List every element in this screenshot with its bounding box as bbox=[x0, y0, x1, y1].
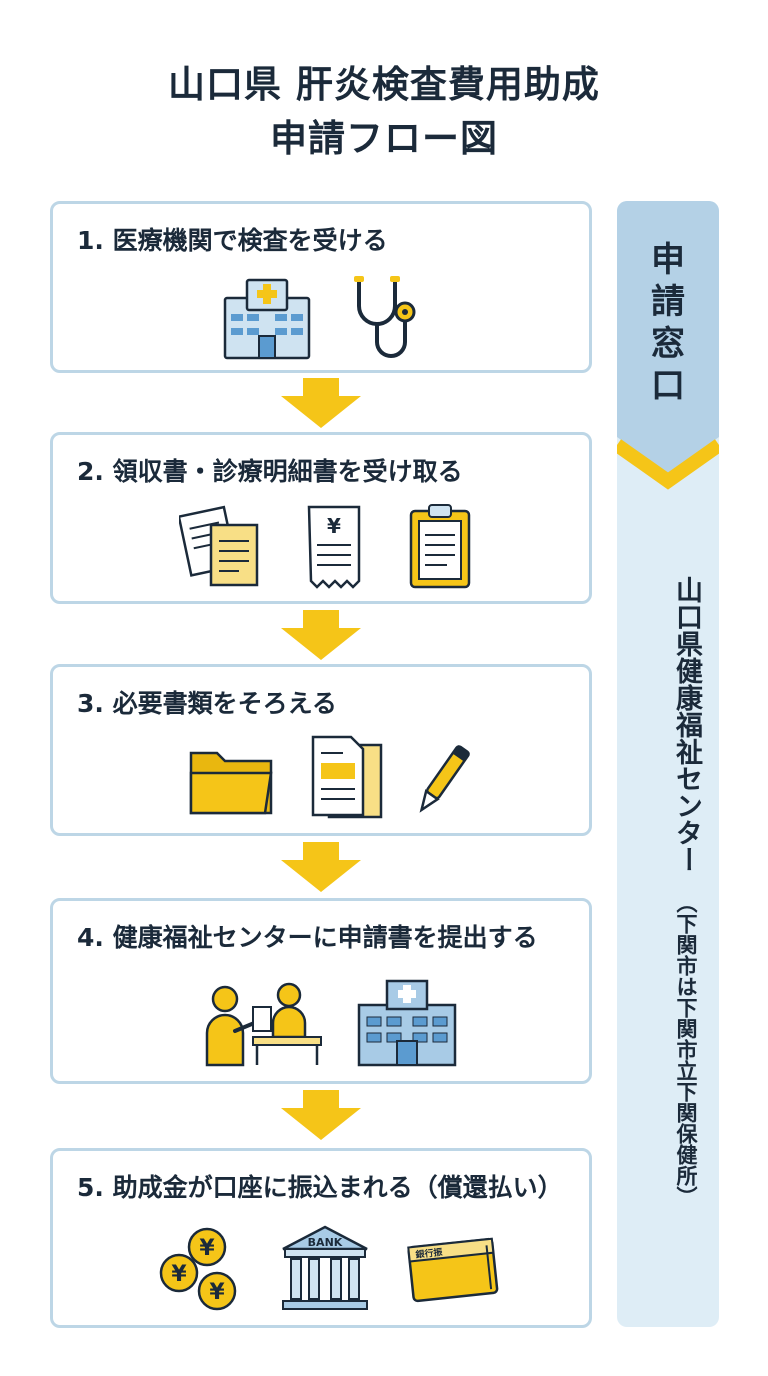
documents-icon bbox=[179, 505, 259, 587]
document-icon bbox=[311, 735, 383, 819]
side-panel-header-bg bbox=[617, 201, 719, 490]
step-2-title: 2. 領収書・診療明細書を受け取る bbox=[77, 457, 463, 486]
application-window-panel: 申 請 窓 口 bbox=[617, 201, 719, 1327]
bank-label: BANK bbox=[308, 1236, 343, 1249]
flow-arrow-1 bbox=[281, 378, 361, 428]
coin-yen-2: ¥ bbox=[171, 1262, 187, 1287]
title-line-1: 山口県 肝炎検査費用助成 bbox=[168, 63, 600, 106]
heading-char-1: 申 bbox=[651, 240, 685, 280]
step-1-title: 1. 医療機関で検査を受ける bbox=[77, 226, 388, 255]
step-4-title: 4. 健康福祉センターに申請書を提出する bbox=[77, 923, 538, 952]
clipboard-icon bbox=[409, 504, 471, 589]
flow-arrow-3 bbox=[281, 842, 361, 892]
flow-arrow-4 bbox=[281, 1090, 361, 1140]
step-3-title: 3. 必要書類をそろえる bbox=[77, 689, 337, 718]
coin-yen-1: ¥ bbox=[199, 1236, 215, 1261]
step-5-title: 5. 助成金が口座に振込まれる（償還払い） bbox=[77, 1173, 563, 1202]
folder-icon bbox=[189, 751, 273, 815]
heading-char-4: 口 bbox=[651, 366, 685, 406]
hospital-icon bbox=[223, 278, 311, 360]
step-4-card: 4. 健康福祉センターに申請書を提出する bbox=[50, 898, 592, 1084]
stethoscope-icon bbox=[354, 276, 416, 358]
heading-char-2: 請 bbox=[651, 282, 685, 322]
title-line-2: 申請フロー図 bbox=[270, 117, 498, 160]
flow-arrow-2 bbox=[281, 610, 361, 660]
coin-yen-3: ¥ bbox=[209, 1280, 225, 1305]
receipt-icon: ¥ bbox=[307, 505, 361, 589]
government-building-icon bbox=[357, 979, 457, 1067]
bankbook-icon: 銀行振 bbox=[407, 1237, 499, 1303]
yen-coins-icon: ¥ ¥ ¥ bbox=[159, 1227, 237, 1311]
step-2-card: 2. 領収書・診療明細書を受け取る ¥ bbox=[50, 432, 592, 604]
bank-icon: BANK bbox=[282, 1225, 368, 1310]
person-submitting-icon bbox=[205, 982, 322, 1067]
organization-name: 山口県健康福祉センター bbox=[671, 576, 702, 873]
heading-char-3: 窓 bbox=[651, 324, 685, 364]
bankbook-label: 銀行振 bbox=[415, 1246, 444, 1261]
page-title: 山口県 肝炎検査費用助成 申請フロー図 bbox=[0, 58, 768, 166]
step-3-card: 3. 必要書類をそろえる bbox=[50, 664, 592, 836]
step-1-card: 1. 医療機関で検査を受ける bbox=[50, 201, 592, 373]
step-5-card: 5. 助成金が口座に振込まれる（償還払い） ¥ ¥ ¥ BANK 銀行振 bbox=[50, 1148, 592, 1328]
organization-note: （下関市は下関市立下関保健所） bbox=[674, 892, 698, 1207]
receipt-yen-symbol: ¥ bbox=[327, 514, 341, 538]
pen-icon bbox=[419, 745, 470, 813]
application-organization: 山口県健康福祉センター （下関市は下関市立下関保健所） bbox=[640, 576, 702, 1207]
application-window-heading: 申 請 窓 口 bbox=[617, 239, 719, 407]
